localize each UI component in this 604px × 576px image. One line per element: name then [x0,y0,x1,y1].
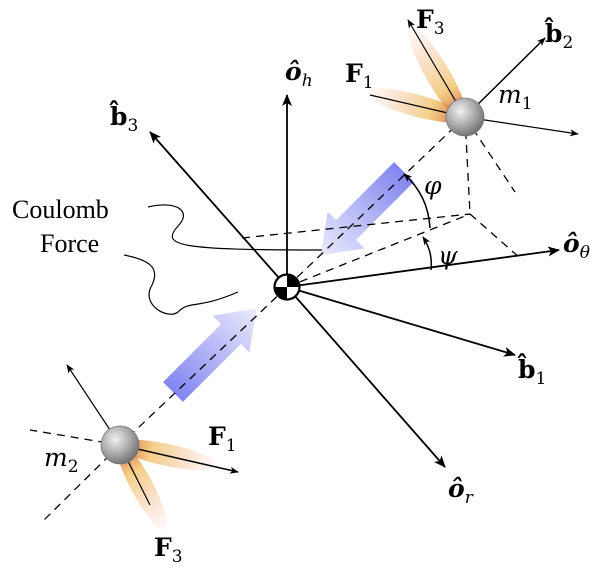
b-2-subscript: 2 [562,33,573,53]
phi-angle-arc [403,173,431,229]
coulomb-label: Coulomb [12,195,109,224]
dashed-construction-lines [29,116,521,523]
f3-bottom-subscript: 3 [172,547,183,567]
f1-top-symbol: F [345,59,363,88]
m1-symbol: m [498,80,522,109]
mass-m2-sphere [100,425,140,465]
o-h-label: ôh [285,57,313,91]
o-r-label: ôr [448,474,474,508]
f1-top-subscript: 1 [363,73,374,93]
f1-top-label: F1 [345,59,374,93]
thruster-plume-f3-top [408,26,468,123]
b-3-label: b̂3 [109,100,138,136]
phi-label: φ [424,171,442,200]
o-theta-symbol: ô [563,229,580,258]
mass-m1-sphere [445,97,485,137]
o-h-subscript: h [302,71,313,91]
b-3-symbol: b̂ [109,100,127,131]
b-3-axis [149,131,288,288]
force-leader-line [123,254,239,315]
coulomb-leader-line [147,204,323,251]
b-1-subscript: 1 [535,369,546,389]
f1-bottom-subscript: 1 [226,436,237,456]
m1-subscript: 1 [522,94,533,114]
b-1-label: b̂1 [517,353,546,389]
m1-label: m1 [498,80,533,114]
m2-subscript: 2 [68,457,79,477]
f3-top-symbol: F [416,5,434,34]
b-1-symbol: b̂ [517,353,535,384]
b-2-symbol: b̂ [544,17,562,48]
b-2-label: b̂2 [544,17,573,53]
psi-label: ψ [438,241,458,270]
o-r-subscript: r [465,488,474,508]
m2-f1-line [119,444,239,474]
m2-label: m2 [44,443,79,477]
o-h-symbol: ô [285,57,302,86]
force-label: Force [40,229,99,258]
psi-angle-arc [422,236,433,271]
coulomb-force-arrow-lower [163,308,257,402]
b-1-axis [286,286,516,357]
o-r-axis [286,286,446,468]
o-r-symbol: ô [448,474,465,503]
center-of-mass-icon [273,273,301,301]
b-3-subscript: 3 [127,116,138,136]
f3-top-label: F3 [416,5,445,39]
coulomb-force-arrow-upper [320,162,414,256]
o-theta-axis [286,246,560,288]
o-theta-subscript: θ [580,243,590,263]
m2-symbol: m [44,443,68,472]
f3-bottom-symbol: F [154,533,172,562]
f1-bottom-symbol: F [208,422,226,451]
f3-top-subscript: 3 [434,19,445,39]
f3-bottom-label: F3 [154,533,183,567]
f1-bottom-label: F1 [208,422,237,456]
o-theta-label: ôθ [563,229,590,263]
